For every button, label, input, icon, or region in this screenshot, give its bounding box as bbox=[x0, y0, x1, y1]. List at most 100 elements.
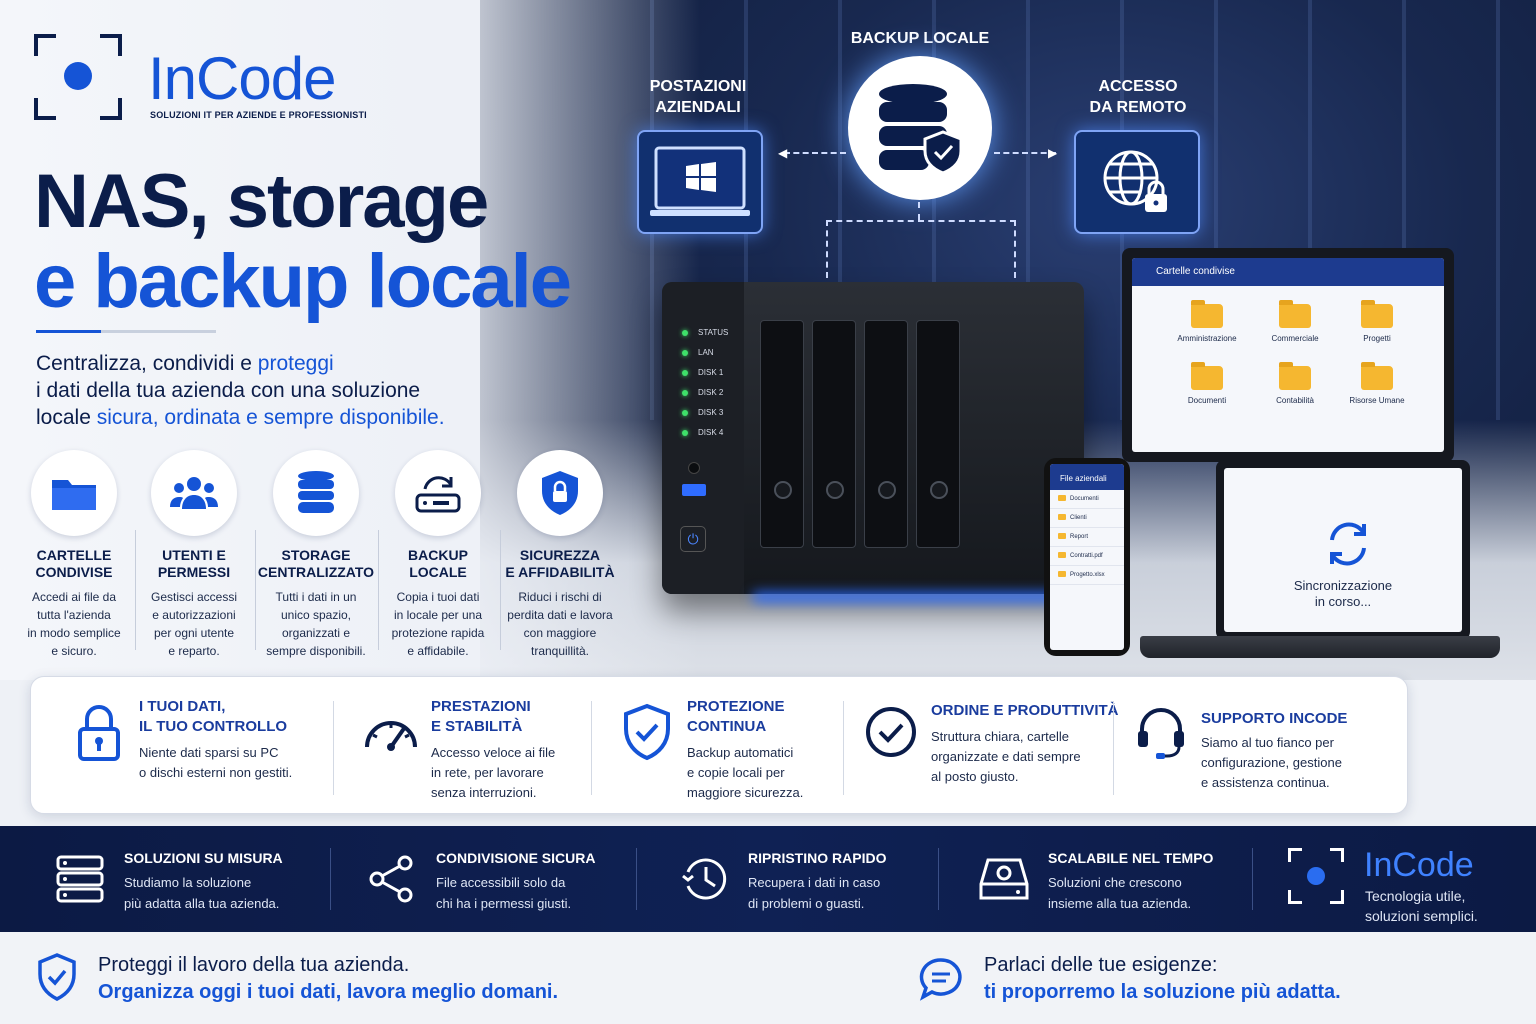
divider bbox=[378, 530, 379, 650]
lead-paragraph: Centralizza, condividi e proteggi i dati… bbox=[36, 350, 496, 431]
brand-name: InCode bbox=[148, 45, 336, 112]
folder-item[interactable]: Documenti bbox=[1172, 362, 1242, 405]
divider bbox=[1252, 848, 1253, 910]
feature-title: CONDIVISE bbox=[35, 564, 113, 580]
speedometer-icon bbox=[361, 697, 421, 767]
title-line-2: e backup locale bbox=[34, 239, 572, 324]
led-label: STATUS bbox=[698, 328, 729, 337]
file-item[interactable]: Documenti bbox=[1050, 490, 1124, 509]
disk-led bbox=[682, 370, 688, 376]
status-led bbox=[682, 330, 688, 336]
sync-icon bbox=[1330, 522, 1366, 566]
lead-text: locale bbox=[36, 406, 97, 429]
disk-led bbox=[682, 430, 688, 436]
padlock-icon bbox=[69, 697, 129, 767]
logo-frame-icon bbox=[1288, 848, 1344, 904]
drive-bay[interactable] bbox=[864, 320, 908, 548]
folder-icon bbox=[1361, 300, 1393, 328]
share-icon bbox=[364, 854, 420, 904]
workstation-box[interactable] bbox=[637, 130, 763, 234]
brand-slogan: Tecnologia utile,soluzioni semplici. bbox=[1365, 888, 1478, 924]
connector bbox=[994, 152, 1056, 154]
folder-item[interactable]: Amministrazione bbox=[1172, 300, 1242, 343]
divider bbox=[591, 701, 592, 795]
divider bbox=[636, 848, 637, 910]
connector bbox=[784, 152, 846, 154]
backup-hub[interactable] bbox=[848, 56, 992, 200]
monitor-display: Cartelle condivise Amministrazione Comme… bbox=[1122, 248, 1454, 462]
nas-front-panel: STATUS LAN DISK 1 DISK 2 DISK 3 DISK 4 ⏻ bbox=[662, 282, 744, 594]
file-item[interactable]: Report bbox=[1050, 528, 1124, 547]
led-label: LAN bbox=[698, 348, 714, 357]
chat-bubble-icon bbox=[918, 956, 964, 1007]
file-item[interactable]: Contratti.pdf bbox=[1050, 547, 1124, 566]
divider bbox=[843, 701, 844, 795]
connector bbox=[826, 220, 828, 278]
hard-drive-icon bbox=[976, 854, 1032, 904]
shield-lock-icon bbox=[517, 450, 603, 536]
file-item[interactable]: Progetto.xlsx bbox=[1050, 566, 1124, 585]
brand-tagline: SOLUZIONI IT PER AZIENDE E PROFESSIONIST… bbox=[150, 110, 367, 120]
folder-icon bbox=[1361, 362, 1393, 390]
folder-item[interactable]: Risorse Umane bbox=[1342, 362, 1412, 405]
folder-icon bbox=[1279, 362, 1311, 390]
divider bbox=[333, 701, 334, 795]
divider bbox=[330, 848, 331, 910]
connector bbox=[826, 220, 1016, 222]
folder-item[interactable]: Progetti bbox=[1342, 300, 1412, 343]
feature-title: LOCALE bbox=[409, 564, 467, 580]
drive-bay[interactable] bbox=[812, 320, 856, 548]
folder-item[interactable]: Contabilità bbox=[1260, 362, 1330, 405]
drive-bay[interactable] bbox=[916, 320, 960, 548]
laptop-windows-icon bbox=[650, 146, 750, 216]
feature-title: STORAGE bbox=[281, 547, 351, 563]
file-item[interactable]: Clienti bbox=[1050, 509, 1124, 528]
divider bbox=[1113, 701, 1114, 795]
feature-title: CARTELLE bbox=[36, 547, 112, 563]
shield-check-icon bbox=[617, 697, 677, 767]
folder-item[interactable]: Commerciale bbox=[1260, 300, 1330, 343]
footer-message-left: Proteggi il lavoro della tua azienda. Or… bbox=[98, 954, 559, 1003]
services-strip: SOLUZIONI SU MISURA Studiamo la soluzion… bbox=[0, 826, 1536, 932]
benefits-card: I TUOI DATI,IL TUO CONTROLLO Niente dati… bbox=[30, 676, 1408, 814]
footer: Proteggi il lavoro della tua azienda. Or… bbox=[0, 932, 1536, 1024]
remote-access-box[interactable] bbox=[1074, 130, 1200, 234]
app-title: File aziendali bbox=[1050, 464, 1124, 490]
folder-icon bbox=[31, 450, 117, 536]
led-label: DISK 1 bbox=[698, 368, 724, 377]
disk-led bbox=[682, 410, 688, 416]
page-title: NAS, storage e backup locale bbox=[34, 159, 572, 324]
divider bbox=[135, 530, 136, 650]
feature-title: PERMESSI bbox=[157, 564, 231, 580]
divider bbox=[938, 848, 939, 910]
power-button[interactable]: ⏻ bbox=[680, 526, 706, 552]
brand-logo[interactable]: InCode SOLUZIONI IT PER AZIENDE E PROFES… bbox=[34, 34, 374, 124]
footer-message-right[interactable]: Parlaci delle tue esigenze: ti proporrem… bbox=[984, 954, 1341, 1003]
feature-title: E AFFIDABILITÀ bbox=[505, 564, 615, 580]
lead-text: i dati della tua azienda con una soluzio… bbox=[36, 379, 421, 402]
left-panel-background bbox=[0, 0, 700, 680]
arrow-right-icon: ▶ bbox=[1048, 146, 1058, 160]
audio-port bbox=[688, 462, 700, 474]
led-label: DISK 4 bbox=[698, 428, 724, 437]
strip-brand-logo[interactable]: InCode Tecnologia utile,soluzioni sempli… bbox=[1288, 846, 1518, 924]
brand-name: InCode bbox=[1364, 846, 1474, 884]
drive-bay[interactable] bbox=[760, 320, 804, 548]
title-divider bbox=[36, 330, 216, 333]
title-line-1: NAS, storage bbox=[34, 159, 489, 244]
lan-led bbox=[682, 350, 688, 356]
check-circle-icon bbox=[861, 697, 921, 767]
laptop-base bbox=[1140, 636, 1500, 658]
